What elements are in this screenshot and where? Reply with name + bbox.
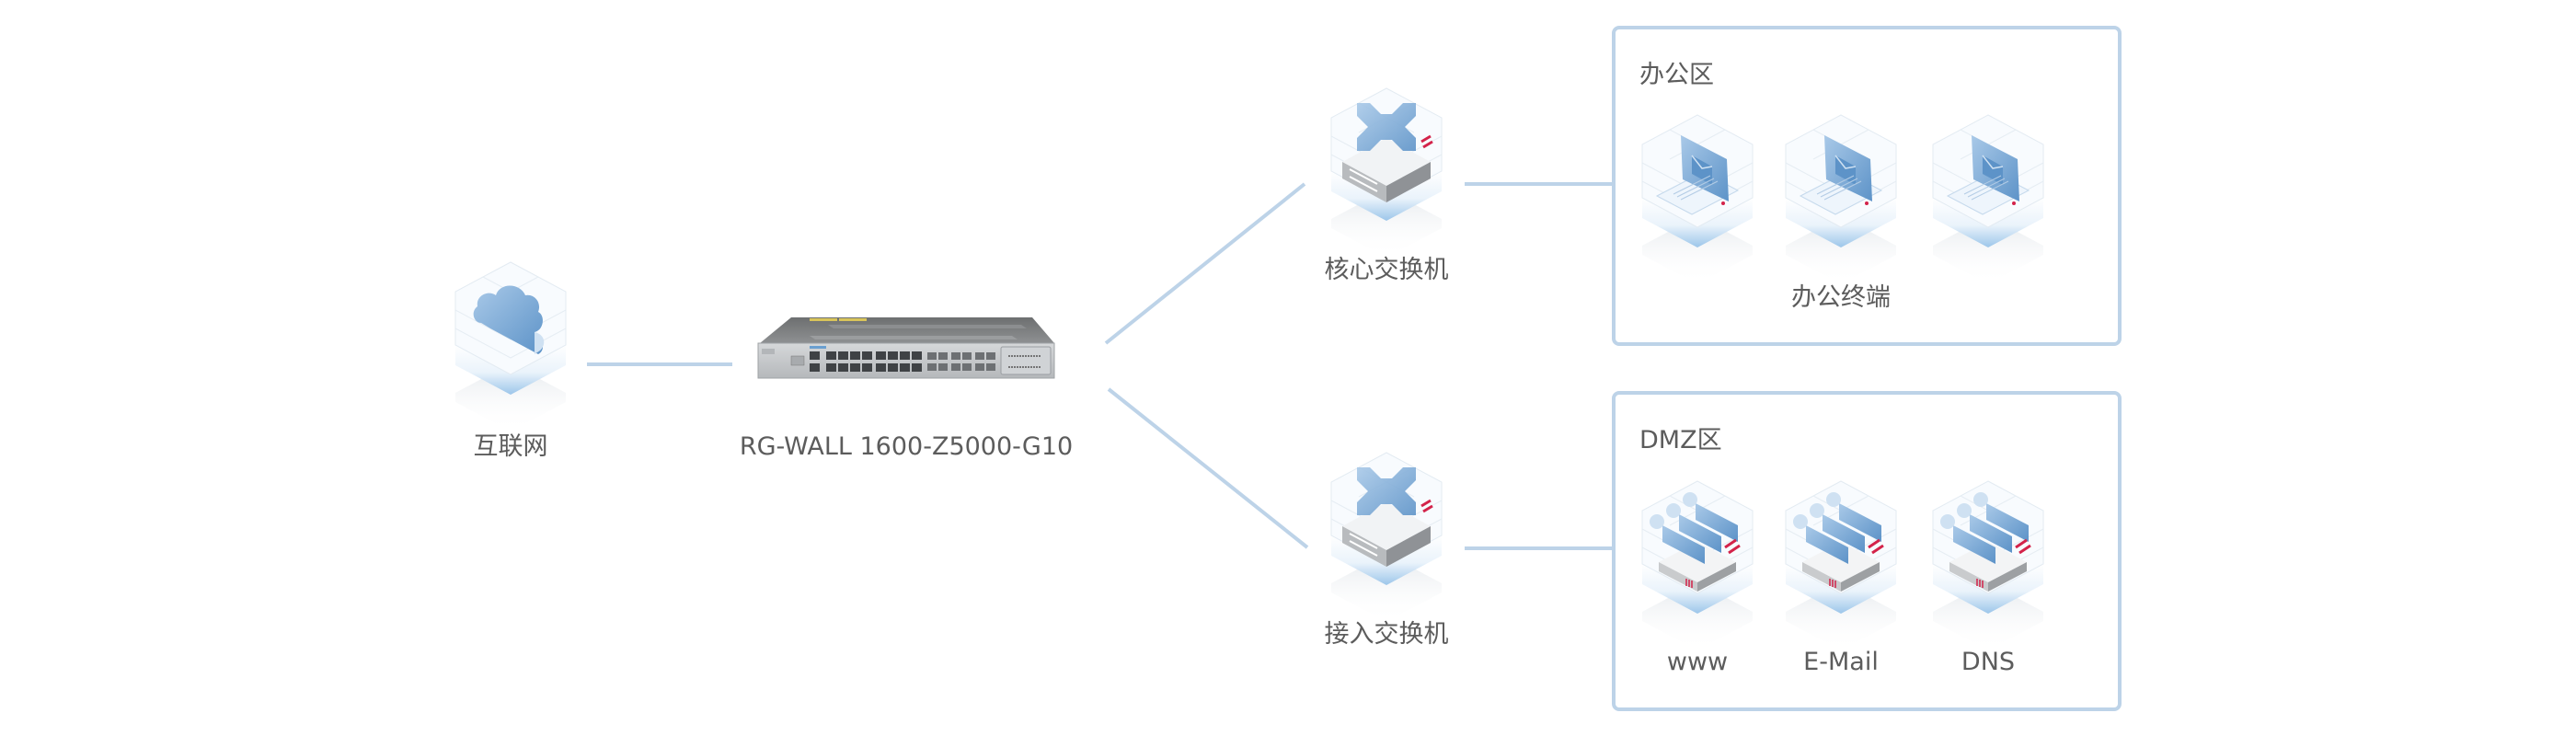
node-firewall[interactable] (754, 316, 1058, 380)
switch-icon (1330, 452, 1443, 622)
server-icon (1641, 480, 1754, 650)
server-icon (1785, 480, 1897, 650)
office-zone-title: 办公区 (1639, 61, 1714, 89)
firewall-label: RG-WALL 1600-Z5000-G10 (739, 432, 1074, 461)
dmz-zone-title: DMZ区 (1639, 426, 1722, 454)
link-firewall-core-switch (1104, 182, 1306, 345)
dmz-device-email-label: E-Mail (1803, 648, 1879, 676)
office-device-1[interactable] (1640, 108, 1754, 284)
laptop-icon (1641, 114, 1754, 284)
node-access-switch[interactable] (1329, 445, 1443, 622)
office-terminals-label: 办公终端 (1791, 283, 1891, 312)
internet-label: 互联网 (473, 432, 548, 461)
node-internet[interactable] (454, 255, 568, 431)
office-device-3[interactable] (1931, 108, 2045, 284)
node-core-switch[interactable] (1329, 81, 1443, 258)
dmz-device-www[interactable] (1640, 474, 1754, 650)
dmz-device-www-label: www (1666, 648, 1729, 676)
dmz-device-dns[interactable] (1931, 474, 2045, 650)
switch-icon (1330, 87, 1443, 258)
dmz-device-dns-label: DNS (1961, 648, 2016, 676)
cloud-icon (454, 261, 567, 431)
office-device-2[interactable] (1784, 108, 1898, 284)
laptop-icon (1785, 114, 1897, 284)
dmz-device-email[interactable] (1784, 474, 1898, 650)
server-icon (1932, 480, 2044, 650)
laptop-icon (1932, 114, 2044, 284)
access-switch-label: 接入交换机 (1324, 620, 1449, 649)
link-firewall-access-switch (1107, 387, 1309, 549)
firewall-appliance-icon (757, 317, 1055, 379)
core-switch-label: 核心交换机 (1324, 256, 1449, 284)
